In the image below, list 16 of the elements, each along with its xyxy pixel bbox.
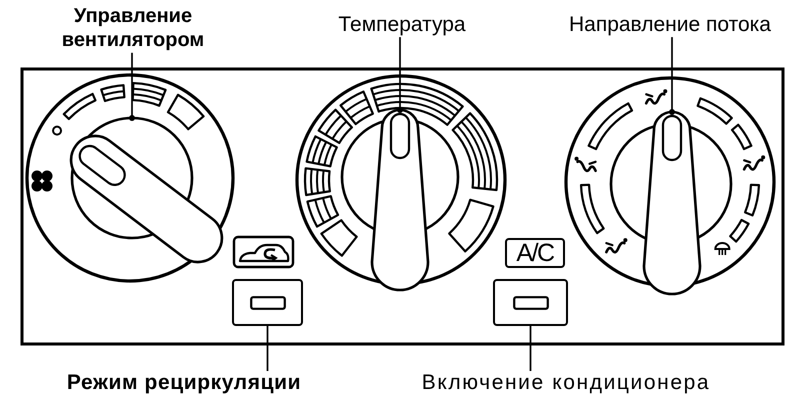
- recirculation-button: [232, 279, 303, 326]
- callout-label: Управление вентилятором: [62, 4, 204, 53]
- leader-line: [129, 52, 135, 121]
- callout-label: Режим рециркуляции: [66, 371, 302, 396]
- rotary-knob: [610, 110, 732, 296]
- callout-label: Включение кондиционера: [422, 371, 710, 396]
- ac-button: [493, 279, 568, 326]
- leader-line: [669, 37, 675, 115]
- rotary-knob: [340, 108, 460, 292]
- callout-label: Температура: [338, 13, 466, 38]
- leader-line: [266, 326, 268, 371]
- indicator-label: A/C: [505, 238, 565, 268]
- leader-line: [530, 326, 532, 371]
- rotary-knob: [70, 116, 224, 264]
- leader-line: [397, 37, 403, 113]
- callout-label: Направление потока: [568, 13, 771, 38]
